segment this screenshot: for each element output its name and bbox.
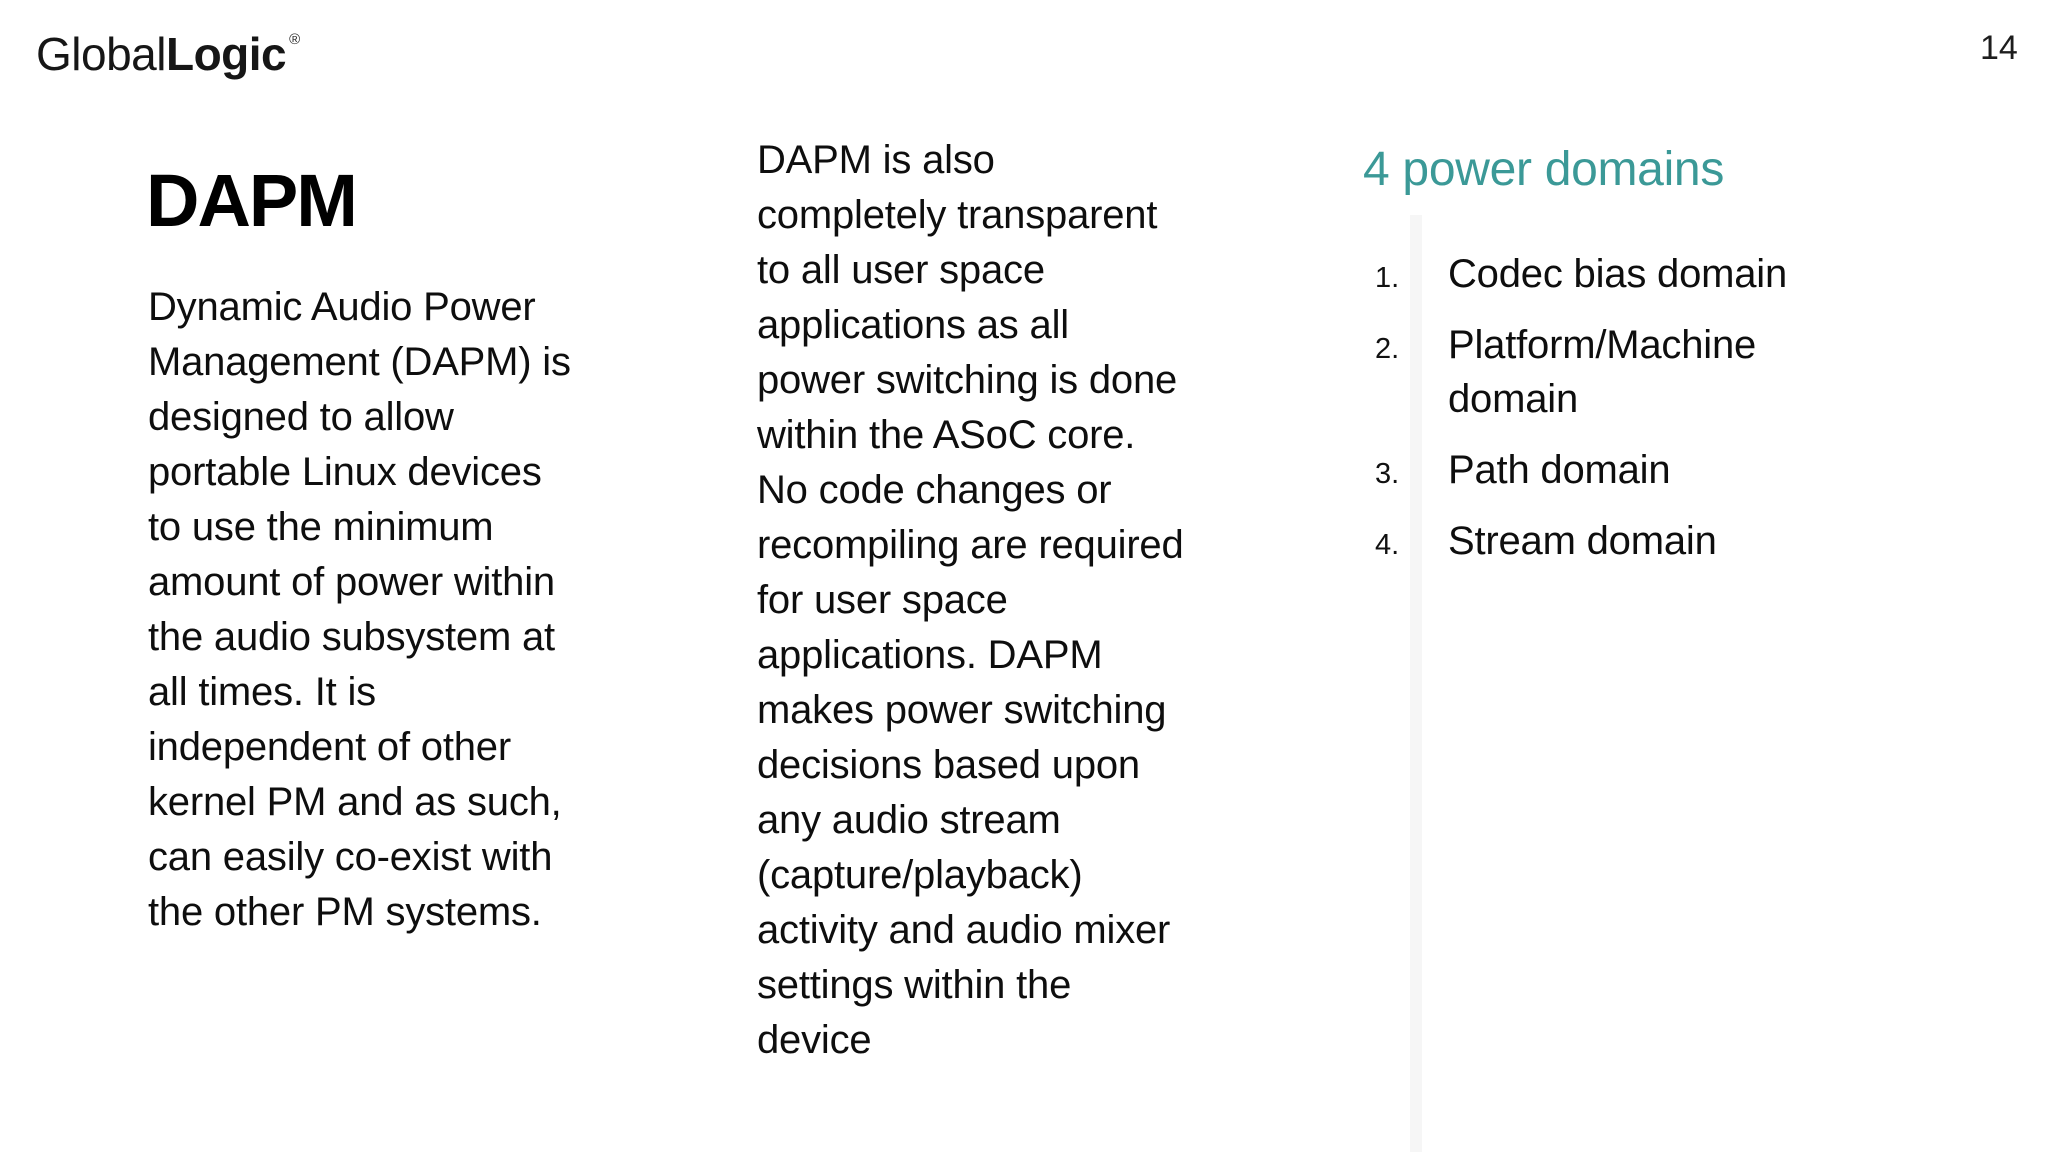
list-item: 2. Platform/Machine domain	[1375, 318, 1787, 426]
list-item-label: Path domain	[1448, 448, 1671, 492]
list-item-label: Stream domain	[1448, 519, 1717, 563]
globallogic-logo: GlobalLogic®	[36, 27, 300, 81]
dapm-transparency-paragraph: DAPM is also completely transparent to a…	[757, 138, 1184, 1062]
list-item-number: 3.	[1375, 458, 1400, 490]
dapm-description-paragraph: Dynamic Audio Power Management (DAPM) is…	[148, 285, 571, 934]
power-domains-heading: 4 power domains	[1363, 143, 1725, 196]
power-domains-list: 1. Codec bias domain 2. Platform/Machine…	[1375, 247, 1787, 585]
list-item: 1. Codec bias domain	[1375, 247, 1787, 301]
list-item-label: Codec bias domain	[1448, 252, 1788, 296]
list-item: 4. Stream domain	[1375, 514, 1787, 568]
list-item-number: 4.	[1375, 529, 1400, 561]
slide-title: DAPM	[146, 159, 358, 242]
logo-text-logic: Logic	[165, 28, 287, 80]
list-item-number: 2.	[1375, 333, 1400, 365]
registered-trademark-icon: ®	[289, 31, 300, 48]
list-item-label: Platform/Machine domain	[1448, 323, 1757, 421]
list-item-number: 1.	[1375, 262, 1400, 294]
column-divider	[1410, 215, 1422, 1152]
list-item: 3. Path domain	[1375, 443, 1787, 497]
logo-text-global: Global	[36, 28, 166, 80]
page-number: 14	[1980, 29, 2018, 67]
